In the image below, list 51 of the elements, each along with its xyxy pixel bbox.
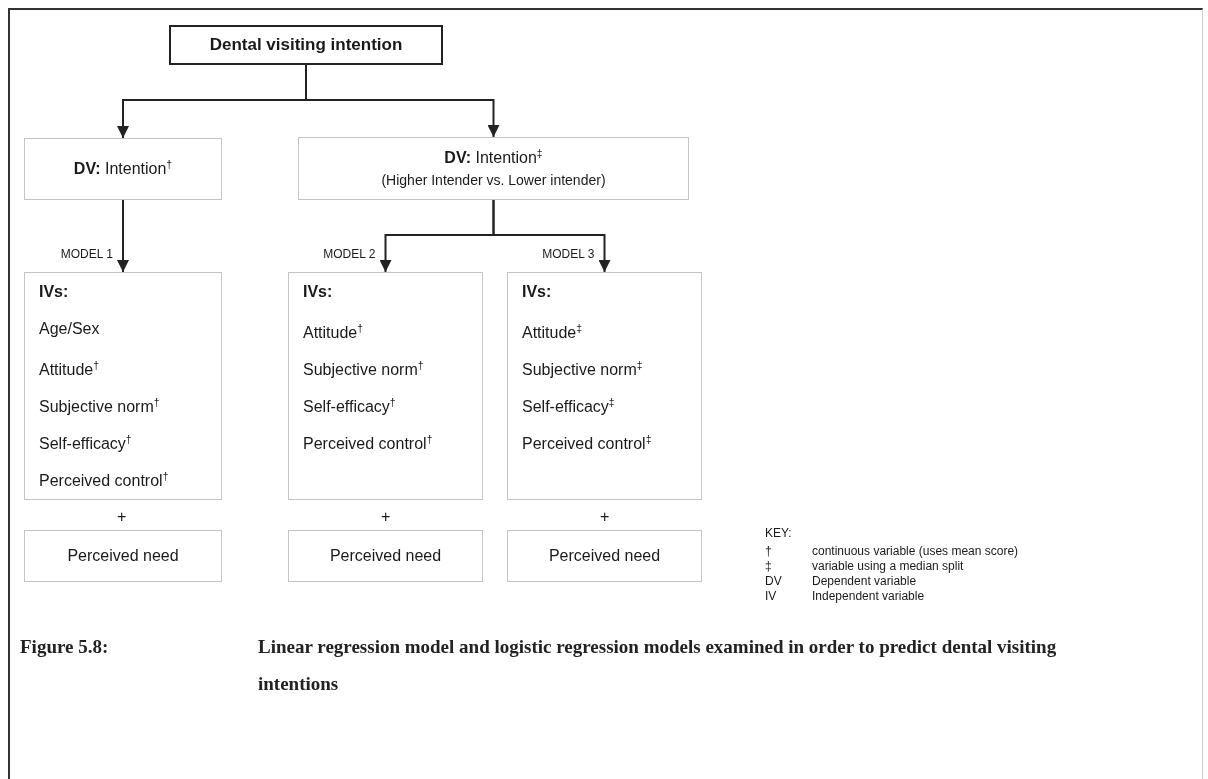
box-label: Dental visiting intention bbox=[209, 34, 403, 56]
variable-box bbox=[288, 530, 483, 582]
list-item: Attitude$^{‡}$ bbox=[522, 322, 583, 344]
list-item: Perceived control$^{†}$ bbox=[39, 470, 169, 492]
variable-list-box bbox=[507, 272, 702, 500]
key-entry: ‡ bbox=[765, 559, 772, 574]
list-heading: IVs: bbox=[303, 282, 333, 302]
key-entry: variable using a median split bbox=[812, 559, 964, 574]
list-heading: IVs: bbox=[522, 282, 552, 302]
box-label: (Higher Intender vs. Lower intender) bbox=[381, 172, 606, 190]
key-heading: KEY: bbox=[765, 526, 792, 541]
variable-box bbox=[298, 137, 689, 200]
arrow bbox=[117, 199, 129, 273]
variable-list-box bbox=[288, 272, 483, 500]
list-item: Subjective norm$^{†}$ bbox=[303, 359, 424, 381]
list-item: Self-efficacy$^{†}$ bbox=[303, 396, 396, 418]
key-entry: Dependent variable bbox=[812, 574, 917, 589]
box-label: DV: Intention$^{‡}$ bbox=[444, 147, 543, 169]
list-item: Attitude$^{†}$ bbox=[303, 322, 364, 344]
box-label: DV: Intention$^{†}$ bbox=[73, 158, 173, 180]
list-item: Subjective norm$^{‡}$ bbox=[522, 359, 643, 381]
list-item: Perceived control$^{†}$ bbox=[303, 433, 433, 455]
key-entry: † bbox=[765, 544, 772, 559]
key-entry: IV bbox=[765, 589, 777, 604]
list-item: Self-efficacy$^{‡}$ bbox=[522, 396, 615, 418]
key-entry: continuous variable (uses mean score) bbox=[812, 544, 1019, 559]
list-item: Subjective norm$^{†}$ bbox=[39, 396, 160, 418]
edge-label: MODEL 1 bbox=[58, 247, 115, 261]
box-label: Perceived need bbox=[329, 546, 442, 566]
list-item: Attitude$^{†}$ bbox=[39, 359, 100, 381]
variable-list-box bbox=[24, 272, 222, 500]
variable-box bbox=[24, 138, 222, 200]
variable-box bbox=[24, 530, 222, 582]
list-item: Perceived control$^{‡}$ bbox=[522, 433, 652, 455]
list-item: Self-efficacy$^{†}$ bbox=[39, 433, 132, 455]
edge-label: MODEL 3 bbox=[540, 247, 597, 261]
figure-number: Figure 5.8: bbox=[20, 635, 109, 659]
box-label: Perceived need bbox=[67, 546, 179, 566]
plus-sign: + bbox=[381, 507, 391, 527]
figure-caption: Linear regression model and logistic regression models examined in order to predict dental visiting intentions bbox=[258, 635, 1058, 696]
key-entry: Independent variable bbox=[812, 589, 925, 604]
list-item: Age/Sex bbox=[39, 319, 100, 339]
edge-label: MODEL 2 bbox=[321, 247, 378, 261]
key-entry: DV bbox=[765, 574, 782, 589]
arrow bbox=[492, 199, 611, 273]
variable-box bbox=[507, 530, 702, 582]
heading-box bbox=[169, 25, 443, 65]
list-heading: IVs: bbox=[39, 282, 69, 302]
box-label: Perceived need bbox=[548, 546, 661, 566]
plus-sign: + bbox=[600, 507, 610, 527]
plus-sign: + bbox=[117, 507, 127, 527]
